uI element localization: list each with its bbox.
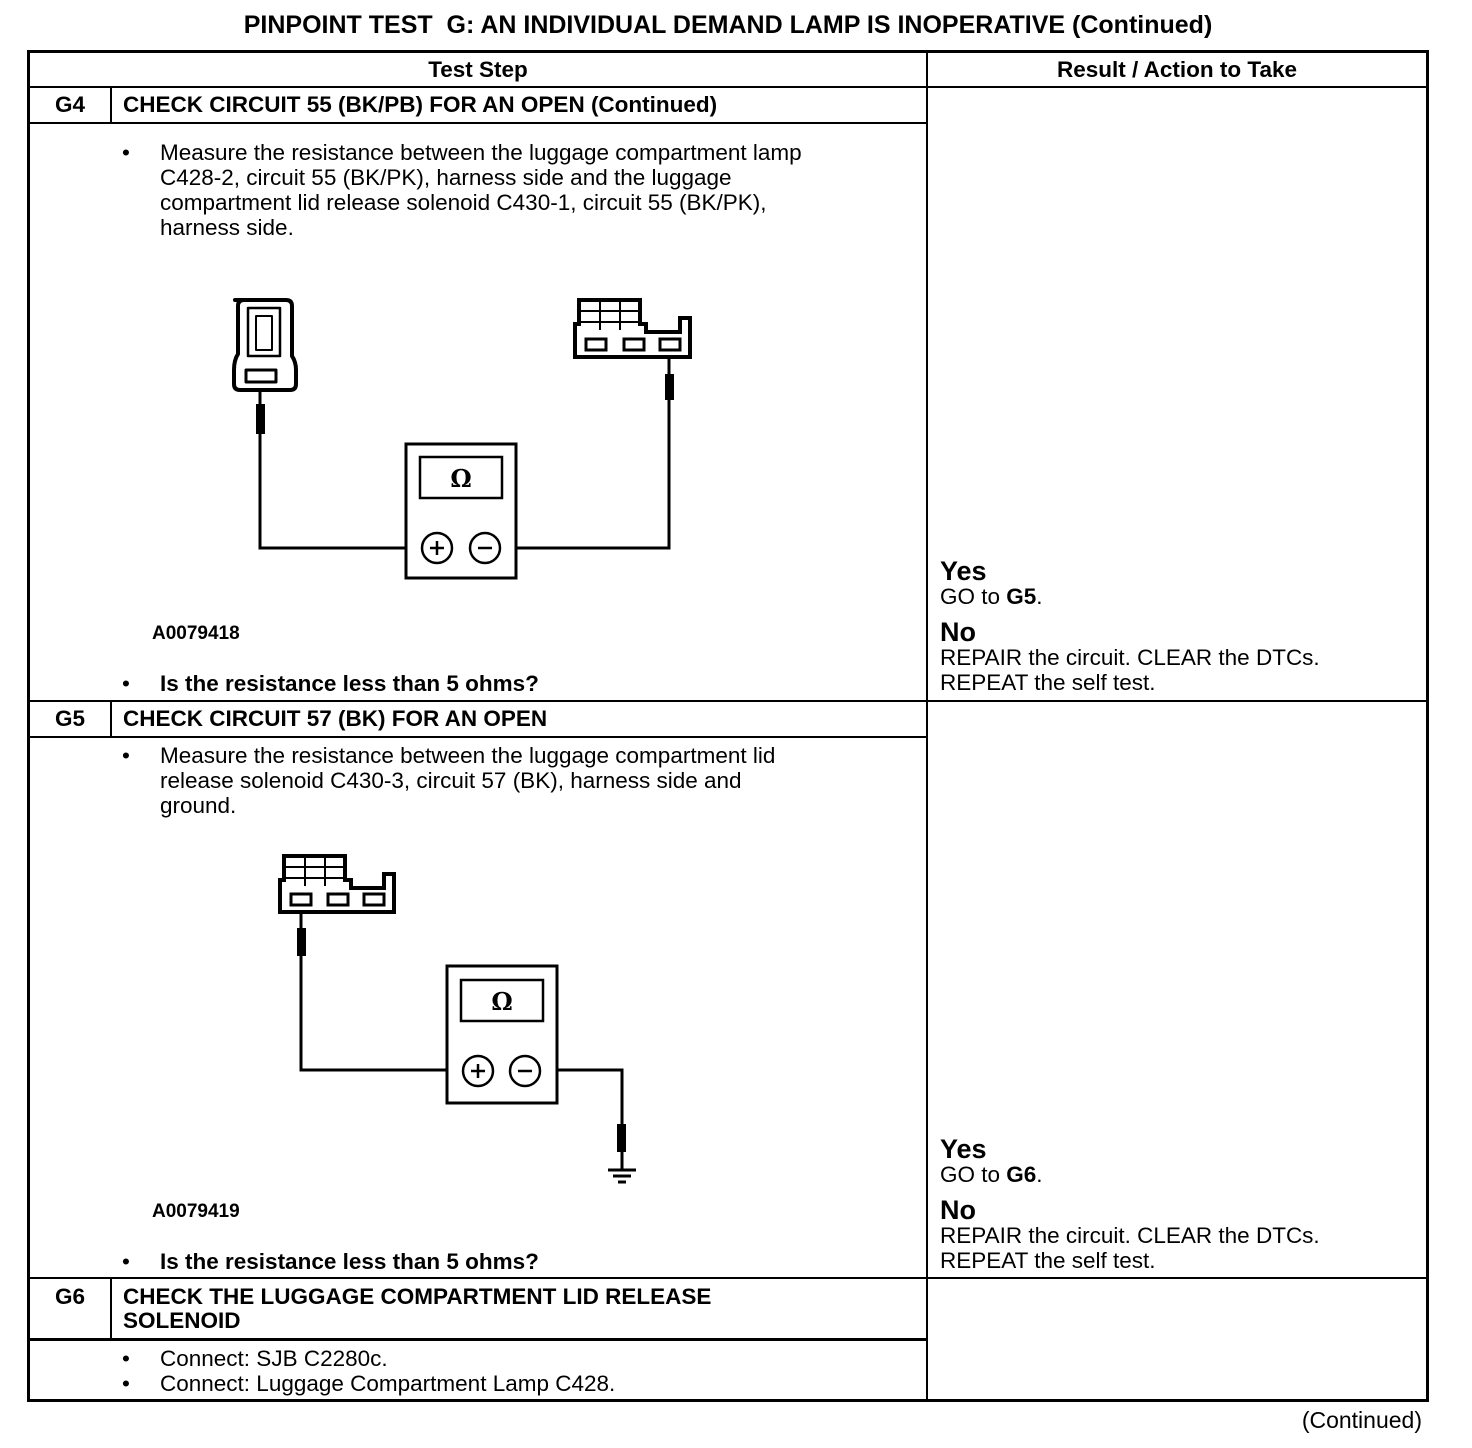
g4-no-label: No [940,617,976,647]
probe-tip-icon [256,404,265,434]
g6-instruction-2: Connect: Luggage Compartment Lamp C428. [160,1371,616,1396]
g4-id-divider [110,86,112,123]
g5-id-divider [110,700,112,737]
page-title: PINPOINT TEST G: AN INDIVIDUAL DEMAND LA… [243,11,1213,39]
header-test-step: Test Step [428,57,528,82]
table-border-top [27,50,1429,53]
g6-instruction-1: Connect: SJB C2280c. [160,1346,388,1371]
g5-title-divider [27,736,927,738]
step-id-g6: G6 [54,1284,85,1309]
g4-figure-id: A0079418 [152,623,240,644]
table-border-left [27,50,30,1402]
g4-yes-action: GO to G5. [940,584,1043,609]
solenoid-connector-icon [278,854,396,914]
table-border-bottom [27,1399,1429,1402]
bullet: • [122,140,130,165]
bullet: • [122,1371,130,1396]
header-divider [27,86,1429,88]
g5-yes-label: Yes [940,1134,987,1164]
g4-instruction-line-1: Measure the resistance between the lugga… [160,140,802,165]
g5-instruction-line-2: release solenoid C430-3, circuit 57 (BK)… [160,768,742,793]
solenoid-connector-icon [573,298,692,359]
step-id-g4: G4 [54,92,85,117]
g5-yes-target[interactable]: G6 [1006,1162,1037,1187]
g4-question: Is the resistance less than 5 ohms? [160,671,539,696]
ohm-symbol: Ω [450,464,471,493]
probe-tip-icon [617,1124,626,1152]
step-title-g6-line-1: CHECK THE LUGGAGE COMPARTMENT LID RELEAS… [123,1284,712,1309]
g4-no-action-line-1: REPAIR the circuit. CLEAR the DTCs. [940,645,1320,670]
g5-instruction-line-3: ground. [160,793,237,818]
g6-title-divider [27,1338,927,1341]
bullet: • [122,743,130,768]
g5-no-action-line-1: REPAIR the circuit. CLEAR the DTCs. [940,1223,1320,1248]
step-id-g5: G5 [54,706,85,731]
lamp-connector-icon [232,298,298,392]
continued-footer: (Continued) [1301,1407,1422,1433]
table-border-right [1426,50,1429,1402]
g5-wiring-diagram: Ω [278,854,636,1184]
g4-yes-target[interactable]: G5 [1006,584,1037,609]
g5-yes-action: GO to G6. [940,1162,1043,1187]
probe-tip-icon [297,928,306,956]
g5-instruction-line-1: Measure the resistance between the lugga… [160,743,776,768]
g5-figure-id: A0079419 [152,1201,240,1222]
g4-no-action-line-2: REPEAT the self test. [940,670,1156,695]
g6-id-divider [110,1277,112,1339]
g5-no-action-line-2: REPEAT the self test. [940,1248,1156,1273]
row-divider-g5 [27,700,1429,702]
ground-icon [608,1150,636,1184]
header-result-action: Result / Action to Take [1056,57,1298,82]
g4-title-divider [27,122,927,124]
ohmmeter-icon: Ω [404,442,518,580]
g4-yes-label: Yes [940,556,987,586]
g4-instruction-line-4: harness side. [160,215,294,240]
step-title-g6-line-2: SOLENOID [123,1308,241,1333]
ohmmeter-icon: Ω [445,964,559,1105]
step-title-g4: CHECK CIRCUIT 55 (BK/PB) FOR AN OPEN (Co… [123,92,718,117]
g5-no-label: No [940,1195,976,1225]
step-title-g5: CHECK CIRCUIT 57 (BK) FOR AN OPEN [123,706,548,731]
g5-question: Is the resistance less than 5 ohms? [160,1249,539,1274]
g4-instruction-line-2: C428-2, circuit 55 (BK/PK), harness side… [160,165,732,190]
g4-instruction-line-3: compartment lid release solenoid C430-1,… [160,190,767,215]
column-divider [926,50,928,1402]
bullet: • [122,671,130,696]
probe-tip-icon [665,374,674,400]
bullet: • [122,1346,130,1371]
bullet: • [122,1249,130,1274]
g4-wiring-diagram: Ω [232,298,692,580]
row-divider-g6 [27,1277,1429,1279]
ohm-symbol: Ω [491,987,512,1016]
